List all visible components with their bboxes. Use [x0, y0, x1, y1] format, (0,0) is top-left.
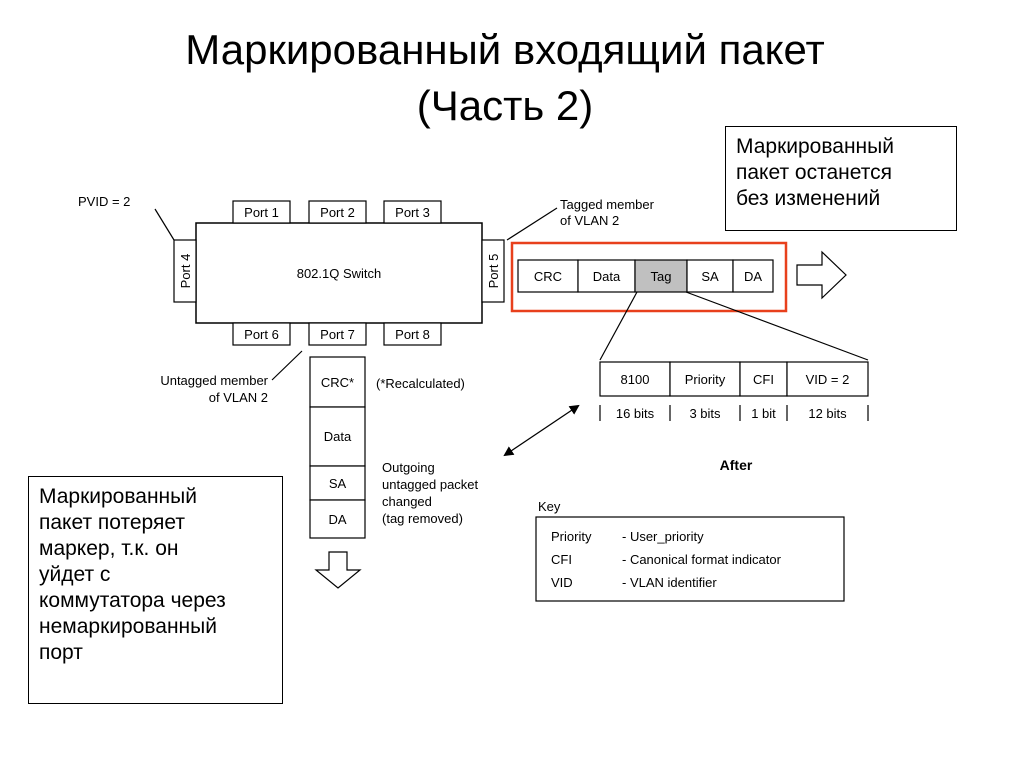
- tag-bits: [599, 405, 869, 421]
- untagged-field-da: DA: [328, 512, 346, 527]
- port-8-label: Port 8: [395, 327, 430, 342]
- tag-field-vid: VID = 2: [806, 372, 850, 387]
- key-term-vid: VID: [551, 575, 573, 590]
- tagged-field-data: Data: [593, 269, 621, 284]
- port-5: Port 5: [481, 239, 505, 303]
- outgoing-line3: changed: [382, 494, 432, 509]
- untagged-member-pointer: [271, 350, 303, 381]
- tag-field-priority: Priority: [685, 372, 726, 387]
- untagged-member-line1: Untagged member: [160, 373, 268, 388]
- key-term-priority: Priority: [551, 529, 592, 544]
- down-arrow-icon: [314, 551, 362, 589]
- tagged-field-da: DA: [744, 269, 762, 284]
- note-line: коммутатора через: [39, 589, 226, 612]
- title-line-2: (Часть 2): [416, 82, 594, 129]
- bits-tpid: 16 bits: [616, 406, 655, 421]
- slide-title: Маркированный входящий пакет (Часть 2): [0, 22, 1010, 134]
- right-arrow-icon: [796, 250, 847, 300]
- title-line-1: Маркированный входящий пакет: [185, 26, 825, 73]
- note-line: Маркированный: [39, 485, 197, 508]
- untagged-field-sa: SA: [329, 476, 347, 491]
- pvid-label: PVID = 2: [78, 194, 130, 209]
- port-5-label: Port 5: [486, 254, 501, 289]
- tag-field-cfi: CFI: [753, 372, 774, 387]
- tag-expand-line-left: [599, 291, 638, 361]
- port-4-label: Port 4: [178, 254, 193, 289]
- untagged-member-line2: of VLAN 2: [209, 390, 268, 405]
- note-line: порт: [39, 641, 83, 664]
- outgoing-line2: untagged packet: [382, 477, 479, 492]
- tag-field-tpid: 8100: [621, 372, 650, 387]
- note-tagged-unchanged: Маркированный пакет останется без измене…: [725, 126, 957, 231]
- tagged-member-pointer: [506, 207, 558, 241]
- tagged-member-line2: of VLAN 2: [560, 213, 619, 228]
- untagged-packet: CRC* Data SA DA: [309, 356, 366, 539]
- tagged-field-crc: CRC: [534, 269, 562, 284]
- note-line: Маркированный: [736, 135, 894, 158]
- key-desc-vid: - VLAN identifier: [622, 575, 717, 590]
- port-7-label: Port 7: [320, 327, 355, 342]
- note-line: немаркированный: [39, 615, 217, 638]
- note-tag-removed: Маркированный пакет потеряет маркер, т.к…: [28, 476, 283, 704]
- key-desc-priority: - User_priority: [622, 529, 704, 544]
- bits-cfi: 1 bit: [751, 406, 776, 421]
- tagged-member-line1: Tagged member: [560, 197, 655, 212]
- port-6-label: Port 6: [244, 327, 279, 342]
- port-1-label: Port 1: [244, 205, 279, 220]
- tagged-field-sa: SA: [701, 269, 719, 284]
- pvid-pointer: [154, 208, 175, 241]
- port-4: Port 4: [173, 239, 197, 303]
- recalculated-note: (*Recalculated): [376, 376, 465, 391]
- untagged-field-crc: CRC*: [321, 375, 354, 390]
- note-line: маркер, т.к. он: [39, 537, 179, 560]
- outgoing-line1: Outgoing: [382, 460, 435, 475]
- port-2-label: Port 2: [320, 205, 355, 220]
- tag-expand-line-right: [685, 291, 869, 361]
- port-2: Port 2: [308, 200, 367, 224]
- double-arrow-icon: [503, 404, 580, 457]
- port-6: Port 6: [232, 322, 291, 346]
- port-1: Port 1: [232, 200, 291, 224]
- key-title: Key: [538, 499, 561, 514]
- switch-body: [195, 222, 483, 324]
- key-box: [535, 516, 845, 602]
- port-8: Port 8: [383, 322, 442, 346]
- note-line: пакет останется: [736, 161, 892, 184]
- bits-vid: 12 bits: [808, 406, 847, 421]
- note-line: пакет потеряет: [39, 511, 185, 534]
- tag-detail: 8100 Priority CFI VID = 2: [599, 361, 869, 397]
- bits-priority: 3 bits: [689, 406, 721, 421]
- untagged-field-data: Data: [324, 429, 352, 444]
- outgoing-line4: (tag removed): [382, 511, 463, 526]
- port-3-label: Port 3: [395, 205, 430, 220]
- note-line: уйдет с: [39, 563, 111, 586]
- tagged-packet-highlight: [510, 241, 788, 313]
- tagged-field-tag: Tag: [651, 269, 672, 284]
- after-label: After: [720, 457, 753, 473]
- key-term-cfi: CFI: [551, 552, 572, 567]
- tagged-packet: CRC Data Tag SA DA: [517, 259, 774, 293]
- switch-label: 802.1Q Switch: [297, 266, 382, 281]
- key-desc-cfi: - Canonical format indicator: [622, 552, 782, 567]
- note-line: без изменений: [736, 187, 881, 210]
- port-7: Port 7: [308, 322, 367, 346]
- port-3: Port 3: [383, 200, 442, 224]
